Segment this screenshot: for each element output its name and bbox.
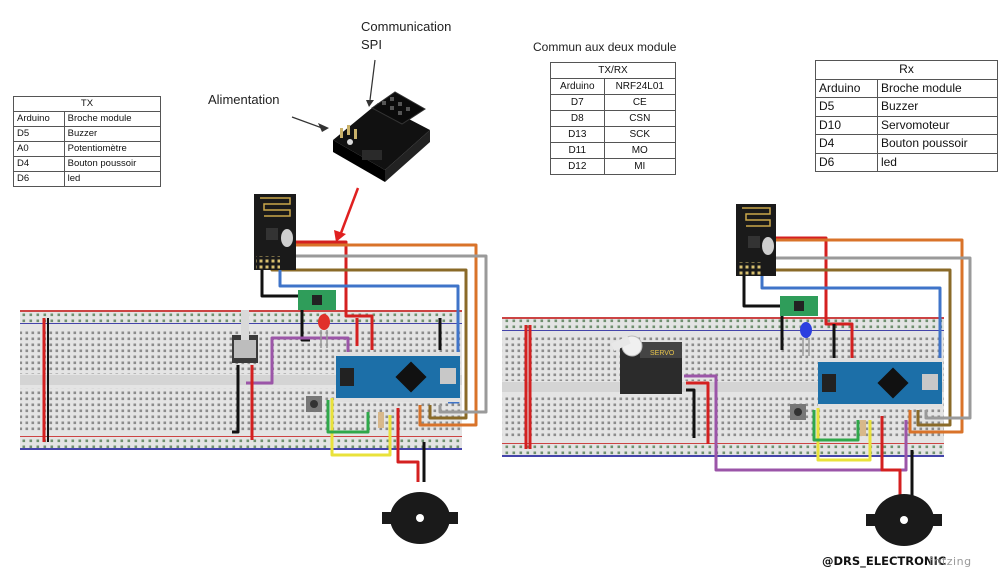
wire-red bbox=[880, 416, 902, 500]
rx-cell-module: Bouton poussoir bbox=[876, 134, 999, 154]
led-red-tx bbox=[318, 314, 330, 348]
rx-cell-module: led bbox=[876, 152, 999, 172]
label-commun: Commun aux deux module bbox=[533, 40, 677, 54]
wire-black bbox=[742, 266, 784, 350]
arrow-alimentation bbox=[291, 116, 323, 129]
buzzer-rx bbox=[866, 494, 942, 546]
nrf24l01-rx bbox=[736, 204, 776, 276]
voltage-regulator-rx bbox=[780, 296, 818, 316]
wire-black bbox=[232, 365, 240, 434]
led-blue-rx bbox=[800, 322, 812, 356]
red-arrow bbox=[339, 187, 360, 234]
red-arrow-head bbox=[334, 230, 346, 242]
rx-table-header: Arduino bbox=[815, 78, 878, 98]
rx-cell-module: Servomoteur bbox=[876, 115, 999, 135]
push-button-tx bbox=[306, 396, 322, 412]
arrow-communication-head bbox=[366, 100, 374, 107]
tx-cell-module: led bbox=[63, 171, 162, 187]
potentiometer bbox=[232, 310, 258, 363]
label-communication-line1: Communication bbox=[361, 19, 452, 34]
breadboard-rx bbox=[502, 317, 944, 457]
wire-yellow bbox=[330, 398, 392, 457]
wire-purple bbox=[246, 336, 350, 385]
rx-cell-pin: D4 bbox=[815, 134, 878, 154]
brand-watermark: @DRS_ELECTRONIC bbox=[822, 554, 947, 568]
wire-green bbox=[326, 400, 370, 434]
resistor-rx bbox=[860, 420, 866, 436]
rx-cell-pin: D6 bbox=[815, 152, 878, 172]
servo-label: SERVO bbox=[650, 350, 675, 357]
servo-motor: SERVO bbox=[611, 335, 682, 394]
wire-black bbox=[686, 388, 696, 438]
resistor-tx bbox=[378, 412, 384, 428]
rx-cell-pin: D5 bbox=[815, 97, 878, 117]
fritzing-logo: fritzing bbox=[929, 555, 972, 568]
nrf-socket-adapter bbox=[333, 91, 430, 182]
label-alimentation: Alimentation bbox=[208, 92, 280, 107]
buzzer-tx bbox=[382, 492, 458, 544]
wire-purple bbox=[684, 374, 908, 472]
arrow-communication bbox=[369, 59, 376, 101]
label-communication: Communication SPI bbox=[361, 19, 451, 52]
wire-red bbox=[396, 408, 420, 482]
nrf24l01-tx bbox=[254, 194, 296, 270]
wire-red bbox=[686, 381, 710, 444]
txrx-cell-module: MI bbox=[603, 158, 677, 175]
wire-green bbox=[812, 410, 860, 442]
rx-table-header: Broche module bbox=[876, 78, 999, 98]
arduino-nano-tx bbox=[336, 352, 460, 402]
arrow-alimentation-head bbox=[318, 123, 329, 132]
arduino-nano-rx bbox=[818, 358, 942, 408]
label-communication-line2: SPI bbox=[361, 37, 382, 52]
push-button-rx bbox=[790, 404, 806, 420]
voltage-regulator-tx bbox=[298, 290, 336, 310]
wire-yellow bbox=[816, 408, 872, 462]
